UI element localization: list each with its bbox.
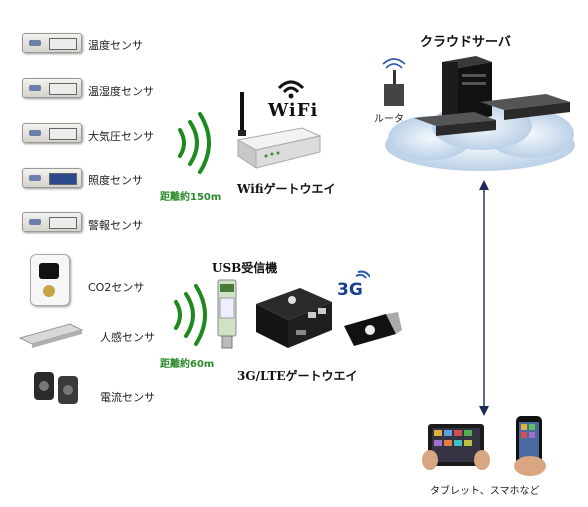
wifi-gateway-label: Wifiゲートウエイ xyxy=(237,182,336,196)
sensor-label-motion: 人感センサ xyxy=(100,331,155,344)
bidirectional-arrow-icon xyxy=(479,180,489,416)
sensor-label-temperature: 温度センサ xyxy=(88,39,143,52)
wifi-symbol-icon xyxy=(277,80,305,99)
router-label: ルータ xyxy=(374,114,404,125)
sensor-label-humidity: 温湿度センサ xyxy=(88,85,154,98)
sensor-label-alarm: 警報センサ xyxy=(88,219,143,232)
wifi-gateway-device xyxy=(236,92,322,169)
usb-modem-dongle xyxy=(344,312,402,346)
sensor-label-illuminance: 照度センサ xyxy=(88,174,143,187)
current-sensor-device xyxy=(34,372,78,404)
tablet-device xyxy=(422,424,490,470)
co2-sensor-device xyxy=(30,254,70,306)
usb-receiver-device xyxy=(217,279,237,349)
sensor-label-co2: CO2センサ xyxy=(88,281,145,294)
temperature-sensor-device xyxy=(22,33,82,53)
lte-distance-label: 距離約60m xyxy=(160,359,215,370)
humidity-sensor-device xyxy=(22,78,82,98)
sensor-label-pressure: 大気圧センサ xyxy=(88,130,154,143)
lte-gateway-device xyxy=(256,288,332,348)
alarm-sensor-device xyxy=(22,212,82,232)
lte-signal-waves-icon xyxy=(174,284,207,346)
3g-badge-icon: 3G xyxy=(337,270,370,300)
sensor-list: 温度センサ 温湿度センサ 大気圧センサ 照度センサ 警報センサ CO2センサ 人… xyxy=(0,0,170,420)
illuminance-sensor-device xyxy=(22,168,82,188)
cloud-server-title: クラウドサーバ xyxy=(420,35,511,50)
3g-badge-text: 3G xyxy=(337,280,363,300)
pressure-sensor-device xyxy=(22,123,82,143)
wifi-signal-waves-icon xyxy=(178,112,211,174)
lte-gateway-label: 3G/LTEゲートウエイ xyxy=(237,369,358,383)
motion-sensor-device xyxy=(18,323,84,348)
sensor-label-current: 電流センサ xyxy=(100,391,155,404)
cloud-server-illustration xyxy=(382,56,575,171)
wifi-logo-text: WiFi xyxy=(268,100,319,121)
wifi-distance-label: 距離約150m xyxy=(160,192,222,203)
smartphone-device xyxy=(514,416,546,476)
devices-label: タブレット、スマホなど xyxy=(430,486,540,497)
usb-receiver-label: USB受信機 xyxy=(212,261,278,275)
